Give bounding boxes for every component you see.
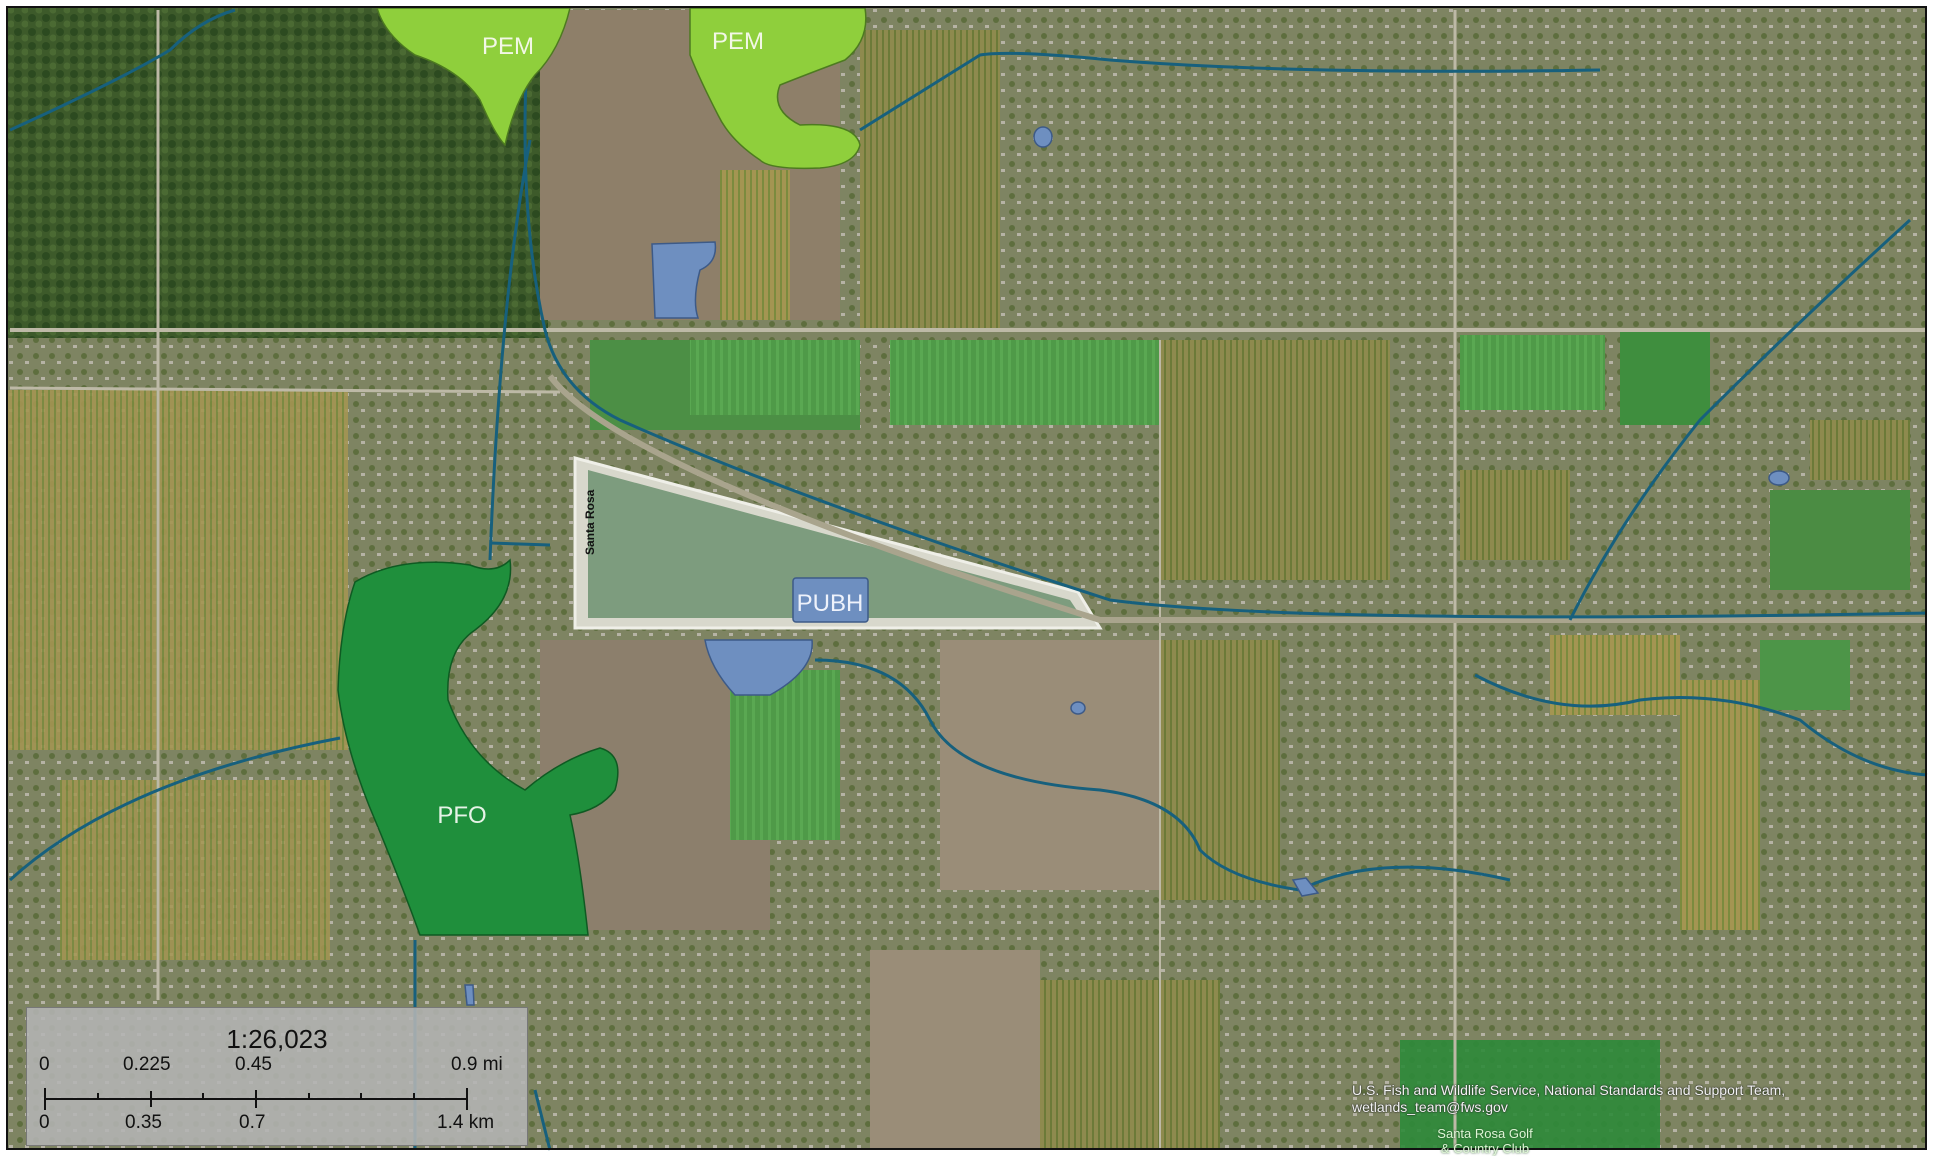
wetland-polygon-ponds[interactable] bbox=[464, 126, 1790, 1006]
scale-bar-graphic bbox=[44, 1088, 468, 1110]
miles-tick-0: 0 bbox=[39, 1054, 50, 1075]
place-label: Santa Rosa Golf & Country Club bbox=[1405, 1126, 1565, 1156]
wetland-polygon-pem-2[interactable] bbox=[689, 7, 867, 170]
scale-bar: 1:26,023 0 0.225 0.45 0.9 mi 0 0.35 0.7 … bbox=[26, 1007, 528, 1146]
wetland-label-pem-1: PEM bbox=[482, 33, 534, 60]
miles-tick-3: 0.9 mi bbox=[451, 1054, 503, 1075]
wetland-label-pubh: PUBH bbox=[797, 590, 864, 617]
attribution-line-2: wetlands_team@fws.gov bbox=[1352, 1099, 1508, 1115]
imagery-basemap bbox=[8, 8, 1927, 1150]
attribution-text: U.S. Fish and Wildlife Service, National… bbox=[1352, 1082, 1912, 1116]
wetland-label-pem-2: PEM bbox=[712, 28, 764, 55]
wetland-label-pfo: PFO bbox=[437, 802, 486, 829]
wetland-polygon-pem-1[interactable] bbox=[375, 7, 571, 147]
scale-ratio: 1:26,023 bbox=[226, 1024, 328, 1054]
miles-tick-2: 0.45 bbox=[235, 1054, 272, 1075]
wetland-polygon-pfo[interactable] bbox=[337, 558, 619, 936]
miles-tick-1: 0.225 bbox=[123, 1054, 171, 1075]
road-label: Santa Rosa bbox=[583, 489, 597, 555]
km-tick-0: 0 bbox=[39, 1112, 50, 1133]
attribution-line-1: U.S. Fish and Wildlife Service, National… bbox=[1352, 1082, 1786, 1098]
km-tick-1: 0.35 bbox=[125, 1112, 162, 1133]
place-label-line-2: & Country Club bbox=[1440, 1141, 1530, 1156]
km-tick-2: 0.7 bbox=[239, 1112, 266, 1133]
wetland-polygon-pubh[interactable] bbox=[792, 577, 869, 623]
place-label-line-1: Santa Rosa Golf bbox=[1437, 1126, 1533, 1141]
km-tick-3: 1.4 km bbox=[437, 1112, 495, 1133]
